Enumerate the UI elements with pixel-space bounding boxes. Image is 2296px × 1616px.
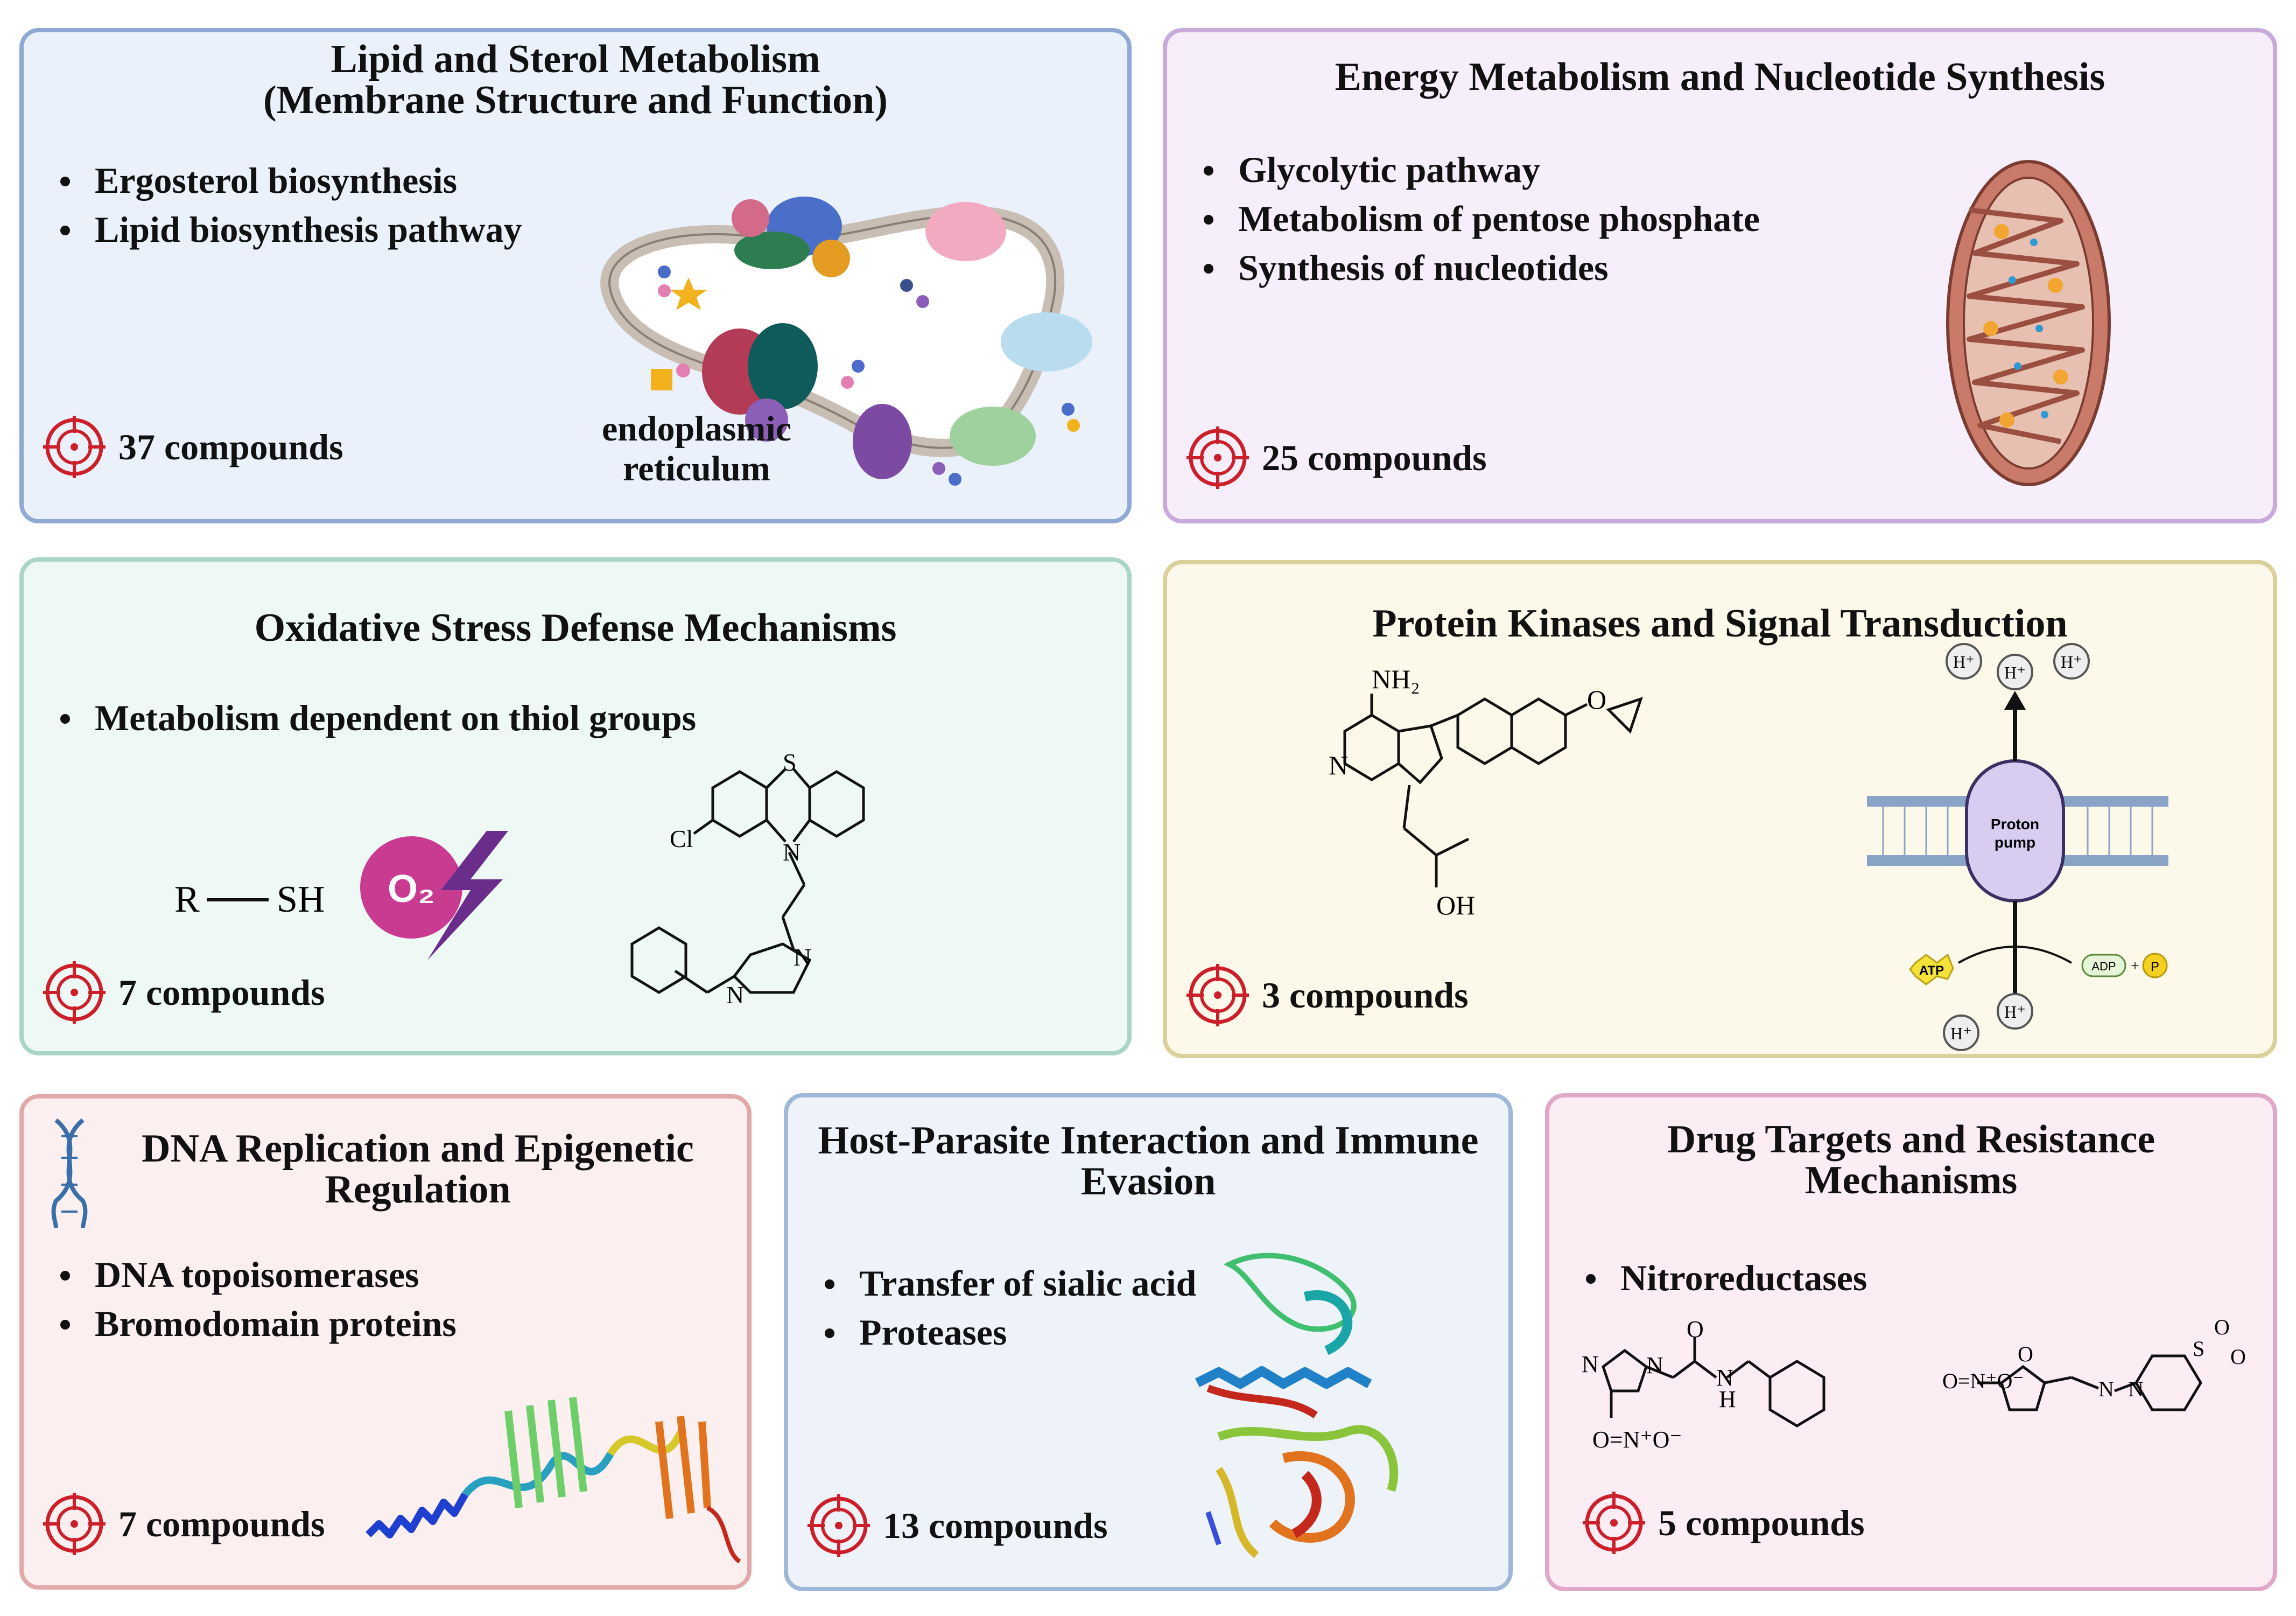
- nitrogen-label: N: [2098, 1377, 2114, 1401]
- proton-label: H⁺: [2061, 652, 2082, 671]
- panel-lipid: Lipid and Sterol Metabolism (Membrane St…: [19, 28, 1132, 523]
- adp-label: ADP: [2091, 960, 2116, 973]
- panel-kinase: Protein Kinases and Signal Transduction …: [1163, 560, 2277, 1058]
- nitrogen-label: N: [2128, 1377, 2144, 1401]
- oxygen-label: O: [1687, 1316, 1704, 1342]
- pump-label: pump: [1995, 834, 2035, 851]
- compound-count: 37 compounds: [42, 415, 343, 479]
- amine-label: NH₂: [1372, 664, 1420, 694]
- endoplasmic-reticulum-illustration: [600, 197, 1092, 486]
- panel-title: Energy Metabolism and Nucleotide Synthes…: [1335, 55, 2105, 99]
- mitochondrion-illustration: [1946, 160, 2111, 486]
- proton-label: H⁺: [1950, 1024, 1972, 1043]
- crosshair-target-icon: [1185, 963, 1250, 1027]
- panel-title: Lipid and Sterol Metabolism (Membrane St…: [263, 37, 888, 122]
- panel-title: Drug Targets and Resistance Mechanisms: [1667, 1117, 2155, 1202]
- bullet-item: Ergosterol biosynthesis: [45, 156, 522, 205]
- bromodomain-protein-ribbon: [366, 1397, 741, 1564]
- thiol-sh-label: SH: [277, 879, 325, 920]
- compound-count: 13 compounds: [806, 1493, 1108, 1558]
- plus-label: +: [2131, 958, 2139, 975]
- bullet-item: Transfer of sialic acid: [810, 1259, 1196, 1308]
- nitro-group-label: O=N⁺O⁻: [1592, 1426, 1682, 1453]
- benznidazole-molecule: N N O N H O=N⁺O⁻: [1582, 1316, 1825, 1453]
- nitrogen-label: N: [1716, 1365, 1733, 1391]
- bullet-list: DNA topoisomerases Bromodomain proteins: [45, 1250, 457, 1348]
- proton-label: H⁺: [2004, 1002, 2026, 1022]
- panel-oxidative: Oxidative Stress Defense Mechanisms Meta…: [19, 557, 1132, 1055]
- crosshair-target-icon: [42, 1492, 107, 1556]
- nitrogen-label: N: [783, 838, 801, 866]
- bullet-list: Metabolism dependent on thiol groups: [45, 694, 696, 743]
- hydrogen-label: H: [1719, 1386, 1736, 1412]
- panel-title: Host-Parasite Interaction and Immune Eva…: [818, 1118, 1479, 1204]
- phosphate-label: P: [2151, 960, 2159, 974]
- panel-title: Oxidative Stress Defense Mechanisms: [254, 606, 897, 650]
- chlorine-label: Cl: [670, 825, 693, 852]
- bullet-item: Synthesis of nucleotides: [1189, 243, 1760, 292]
- bullet-item: Metabolism dependent on thiol groups: [45, 694, 696, 743]
- nitrogen-label: N: [1582, 1351, 1599, 1377]
- nitrogen-label: N: [1329, 750, 1348, 780]
- pump-label: Proton: [1991, 816, 2039, 833]
- nitro-group-label: O=N⁺O⁻: [1942, 1369, 2024, 1393]
- panel-energy: Energy Metabolism and Nucleotide Synthes…: [1163, 28, 2277, 523]
- compound-count: 25 compounds: [1185, 425, 1487, 490]
- panel-drug-targets: Drug Targets and Resistance Mechanisms N…: [1545, 1093, 2277, 1591]
- kinase-inhibitor-molecule: NH₂ O OH N: [1329, 664, 1643, 920]
- panel-title: Protein Kinases and Signal Transduction: [1372, 601, 2068, 646]
- compound-count: 7 compounds: [42, 960, 325, 1025]
- atp-label: ATP: [1919, 963, 1944, 978]
- crosshair-target-icon: [42, 415, 107, 479]
- nitrogen-label: N: [726, 981, 744, 1009]
- compound-count: 3 compounds: [1185, 963, 1469, 1027]
- bullet-list: Glycolytic pathway Metabolism of pentose…: [1189, 145, 1760, 292]
- compound-count: 5 compounds: [1582, 1491, 1865, 1555]
- thiol-r-label: R: [174, 879, 200, 920]
- panel-title: DNA Replication and Epigenetic Regulatio…: [142, 1127, 694, 1212]
- bullet-item: Metabolism of pentose phosphate: [1189, 194, 1760, 243]
- oxygen-label: O: [2230, 1345, 2246, 1369]
- phenothiazine-molecule: S Cl N N N: [630, 748, 865, 1009]
- oxygen-label: O₂: [388, 868, 435, 911]
- hydroxyl-label: OH: [1436, 890, 1475, 920]
- thiol-group-diagram: R SH O₂: [174, 831, 508, 960]
- bullet-item: DNA topoisomerases: [45, 1250, 457, 1299]
- nifurtimox-molecule: O=N⁺O⁻ O N N S O O: [1942, 1315, 2246, 1411]
- proton-label: H⁺: [2004, 663, 2026, 682]
- bullet-list: Transfer of sialic acid Proteases: [810, 1259, 1196, 1357]
- oxygen-label: O: [1587, 684, 1606, 715]
- crosshair-target-icon: [1582, 1491, 1646, 1555]
- panel-host-parasite: Host-Parasite Interaction and Immune Eva…: [784, 1093, 1513, 1591]
- sulfur-label: S: [783, 748, 797, 776]
- bullet-item: Lipid biosynthesis pathway: [45, 205, 522, 254]
- crosshair-target-icon: [1185, 425, 1250, 490]
- proton-label: H⁺: [1953, 652, 1975, 671]
- protease-protein-ribbon: [1195, 1253, 1399, 1558]
- bullet-item: Nitroreductases: [1571, 1254, 1867, 1303]
- oxygen-label: O: [2018, 1342, 2033, 1366]
- compound-count: 7 compounds: [42, 1492, 325, 1556]
- oxygen-label: O: [2214, 1315, 2230, 1339]
- nitrogen-label: N: [794, 943, 811, 971]
- sulfur-label: S: [2193, 1337, 2204, 1361]
- bullet-list: Nitroreductases: [1571, 1254, 1867, 1303]
- crosshair-target-icon: [806, 1493, 871, 1558]
- bullet-item: Bromodomain proteins: [45, 1299, 457, 1348]
- crosshair-target-icon: [42, 960, 107, 1025]
- bullet-item: Glycolytic pathway: [1189, 145, 1760, 194]
- dna-helix-icon: [51, 1118, 88, 1228]
- nitrogen-label: N: [1646, 1352, 1663, 1379]
- bullet-item: Proteases: [810, 1308, 1196, 1357]
- organelle-label: endoplasmic reticulum: [601, 409, 792, 488]
- bullet-list: Ergosterol biosynthesis Lipid biosynthes…: [45, 156, 522, 254]
- panel-dna: DNA Replication and Epigenetic Regulatio…: [19, 1094, 752, 1590]
- proton-pump-diagram: Proton pump H⁺ H⁺ H⁺ H⁺ H⁺ ATP ADP + P: [1867, 643, 2168, 1051]
